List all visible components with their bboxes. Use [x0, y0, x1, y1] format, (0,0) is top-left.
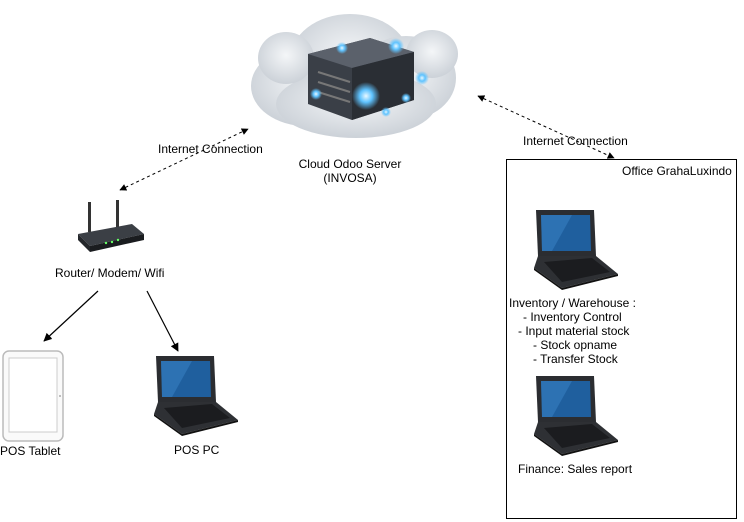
link-router-pc: [146, 290, 179, 352]
laptop-icon: [534, 210, 618, 290]
cloud-server-icon: [251, 14, 458, 138]
tablet-icon: [2, 350, 64, 442]
internet-connection-label-right: Internet Connection: [523, 134, 628, 148]
inventory-item: - Inventory Control: [523, 310, 622, 324]
inventory-heading: Inventory / Warehouse :: [509, 296, 636, 310]
laptop-icon: [534, 376, 618, 456]
cloud-server-label: Cloud Odoo Server (INVOSA): [290, 157, 410, 185]
internet-link-left: [119, 128, 249, 191]
internet-connection-label-left: Internet Connection: [158, 142, 263, 156]
inventory-item: - Input material stock: [518, 324, 630, 338]
laptop-icon: [154, 356, 238, 436]
office-container: [506, 159, 737, 519]
internet-link-right: [477, 95, 615, 159]
finance-label: Finance: Sales report: [518, 462, 633, 476]
inventory-warehouse-list: Inventory / Warehouse : - Inventory Cont…: [509, 296, 636, 366]
router-label: Router/ Modem/ Wifi: [55, 266, 165, 280]
cloud-server-subname: (INVOSA): [323, 171, 377, 185]
pos-tablet-label: POS Tablet: [0, 444, 61, 458]
inventory-item: - Transfer Stock: [533, 352, 618, 366]
inventory-item: - Stock opname: [533, 338, 618, 352]
wifi-router-icon: [78, 200, 144, 252]
cloud-server-name: Cloud Odoo Server: [298, 157, 402, 171]
pos-pc-label: POS PC: [174, 443, 220, 457]
link-router-tablet: [43, 290, 99, 342]
office-title: Office GrahaLuxindo: [622, 164, 732, 178]
